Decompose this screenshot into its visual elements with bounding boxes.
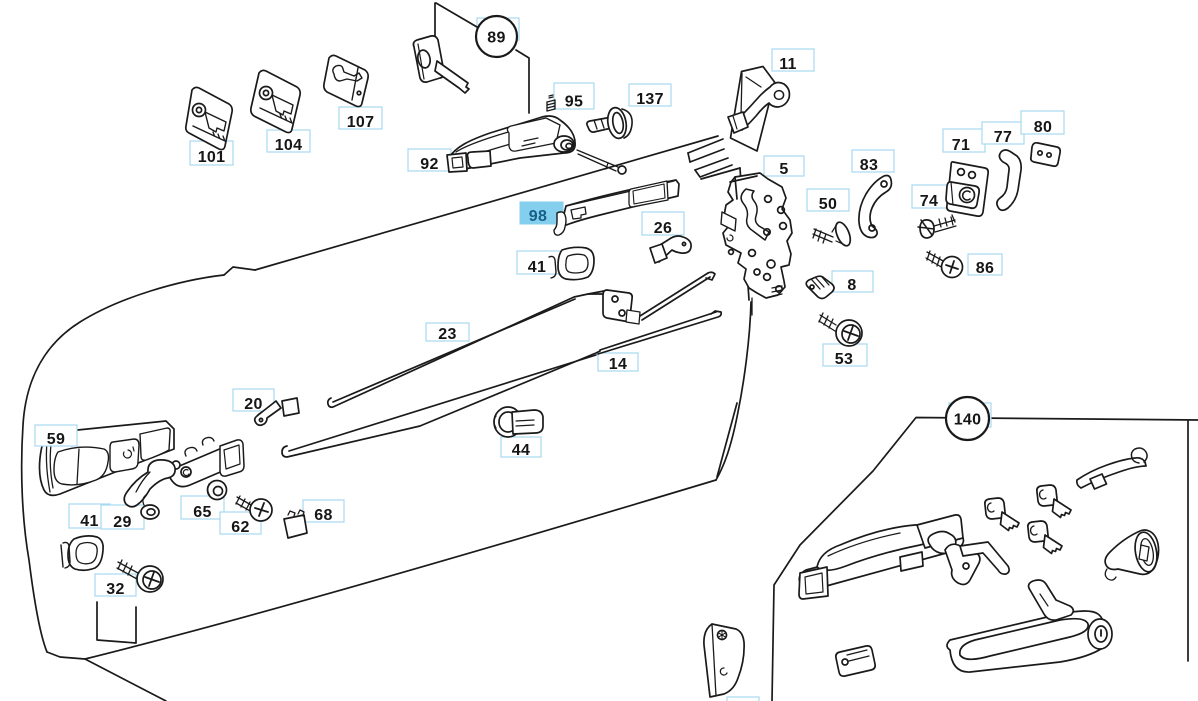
svg-text:77: 77 (994, 129, 1012, 146)
svg-text:26: 26 (654, 220, 672, 237)
svg-text:71: 71 (952, 137, 970, 154)
svg-text:68: 68 (314, 507, 332, 524)
svg-text:104: 104 (275, 137, 303, 154)
svg-text:74: 74 (920, 193, 938, 210)
svg-text:83: 83 (860, 157, 878, 174)
svg-text:41: 41 (80, 513, 98, 530)
svg-text:11: 11 (779, 56, 797, 73)
svg-text:140: 140 (954, 412, 982, 429)
svg-text:107: 107 (347, 114, 375, 131)
svg-text:23: 23 (438, 326, 456, 343)
svg-text:62: 62 (231, 519, 249, 536)
svg-text:80: 80 (1034, 119, 1052, 136)
svg-text:92: 92 (420, 156, 438, 173)
svg-text:137: 137 (636, 91, 664, 108)
svg-text:8: 8 (847, 277, 856, 294)
svg-text:101: 101 (198, 149, 226, 166)
svg-text:95: 95 (565, 94, 583, 111)
svg-text:53: 53 (835, 351, 853, 368)
svg-text:5: 5 (779, 161, 788, 178)
svg-text:29: 29 (113, 514, 131, 531)
svg-text:50: 50 (819, 196, 837, 213)
svg-text:89: 89 (487, 30, 505, 47)
svg-text:41: 41 (528, 259, 546, 276)
svg-text:98: 98 (529, 208, 547, 225)
svg-text:20: 20 (244, 396, 262, 413)
svg-text:65: 65 (193, 504, 211, 521)
svg-text:86: 86 (976, 260, 994, 277)
svg-text:14: 14 (609, 356, 627, 373)
svg-text:32: 32 (106, 581, 124, 598)
svg-text:59: 59 (47, 431, 65, 448)
svg-text:44: 44 (512, 442, 530, 459)
